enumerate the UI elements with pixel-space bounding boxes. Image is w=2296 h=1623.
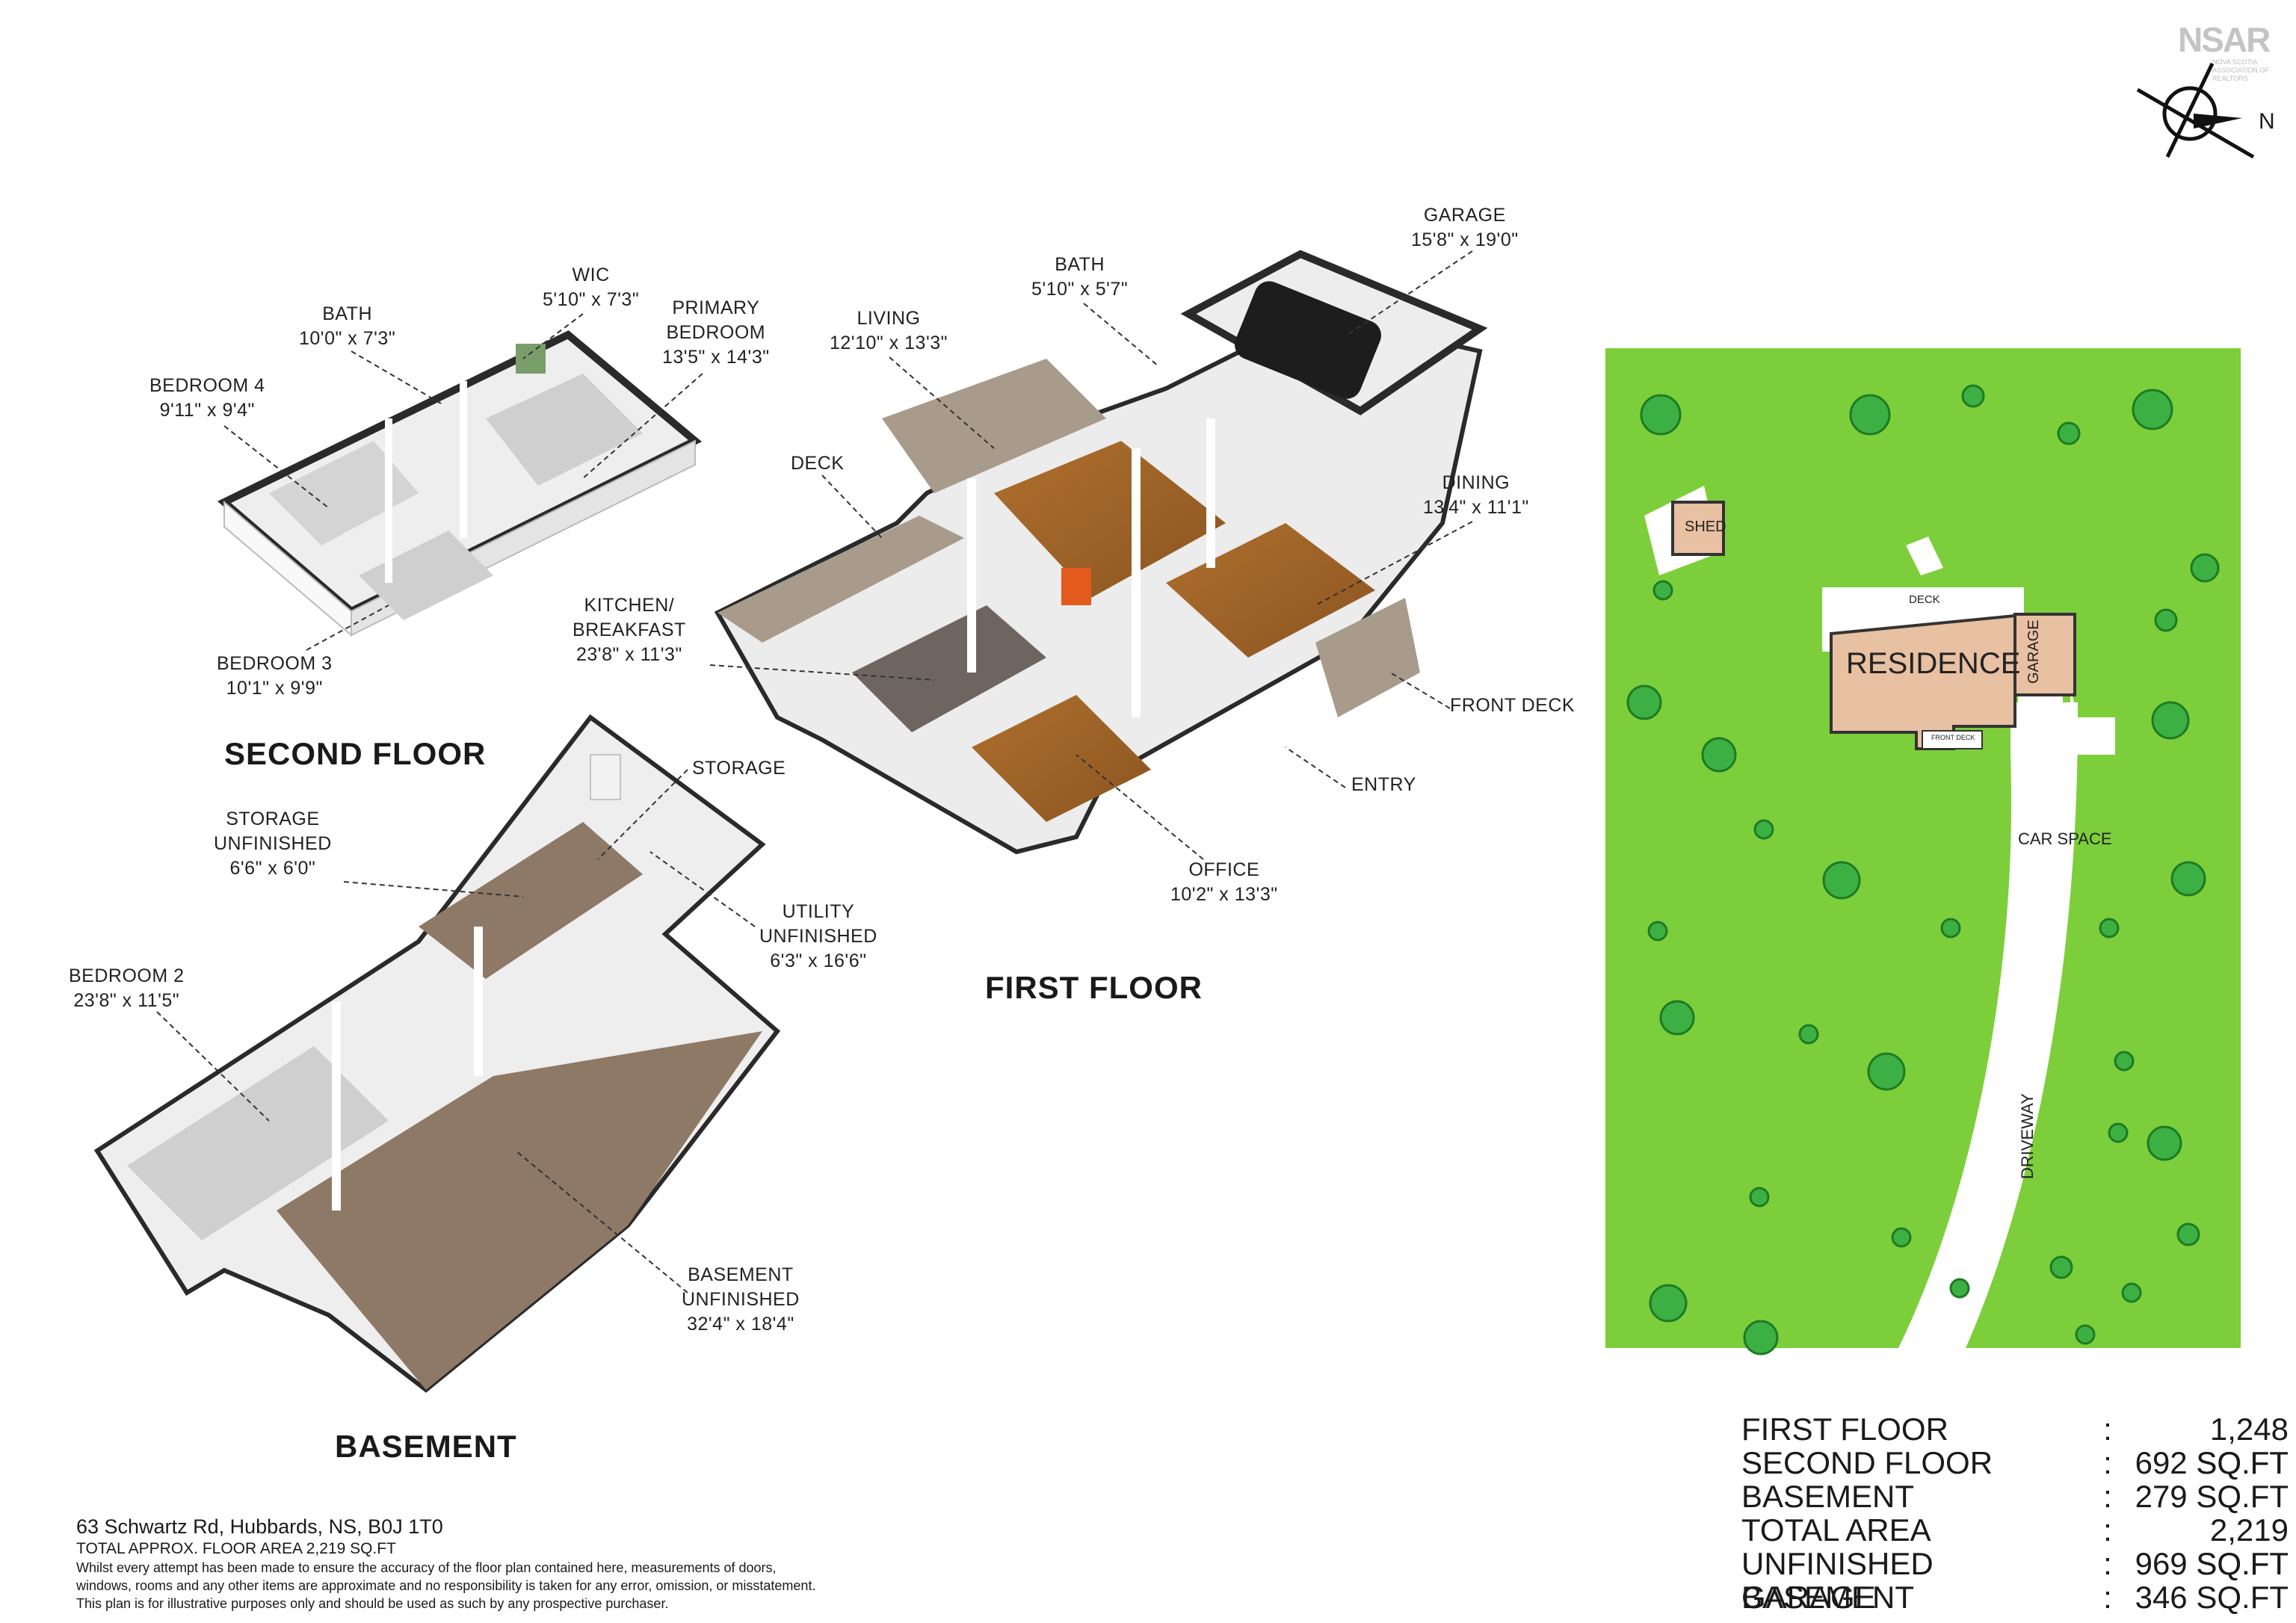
site-label-car-space: CAR SPACE [2018, 829, 2112, 848]
area-row: SECOND FLOOR:692 SQ.FT [1741, 1445, 2289, 1480]
total-floor-area: TOTAL APPROX. FLOOR AREA 2,219 SQ.FT [76, 1540, 396, 1557]
site-label-front-deck: FRONT DECK [1931, 734, 1975, 741]
room-label-deck: DECK [791, 453, 845, 474]
first-floor-plan [714, 250, 1488, 855]
nsar-logo: NSAR [2178, 20, 2271, 59]
area-row: BASEMENT:279 SQ.FT [1741, 1479, 2289, 1514]
disclaimer-line: windows, rooms and any other items are a… [76, 1578, 816, 1593]
basement-plan [93, 714, 781, 1393]
compass-icon [2136, 62, 2255, 159]
site-label-residence: RESIDENCE [1846, 647, 2021, 680]
first-floor-title: FIRST FLOOR [985, 970, 1203, 1005]
nsar-logo-subtitle: NOVA SCOTIA ASSOCIATION OF REALTORS [2212, 58, 2269, 82]
area-row: GARAGE:346 SQ.FT [1741, 1580, 2289, 1615]
room-label-storage: STORAGE [692, 758, 786, 779]
site-label-driveway: DRIVEWAY [2018, 1093, 2037, 1179]
site-label-garage: GARAGE [2025, 619, 2042, 684]
site-label-shed: SHED [1685, 519, 1726, 535]
second-floor-plan [217, 330, 703, 637]
room-label-front-deck: FRONT DECK [1450, 695, 1576, 716]
area-row: TOTAL AREA:2,219 SQ.FT [1741, 1512, 2289, 1581]
site-plan [1605, 348, 2241, 1348]
basement-title: BASEMENT [335, 1429, 517, 1464]
compass-north-label: N [2259, 109, 2275, 134]
disclaimer-line: This plan is for illustrative purposes o… [76, 1596, 669, 1611]
second-floor-title: SECOND FLOOR [224, 736, 487, 771]
disclaimer-line: Whilst every attempt has been made to en… [76, 1560, 777, 1575]
area-row: UNFINISHED BASEMENT:969 SQ.FT [1741, 1546, 2289, 1615]
area-row: FIRST FLOOR:1,248 SQ.FT [1741, 1412, 2289, 1480]
property-address: 63 Schwartz Rd, Hubbards, NS, B0J 1T0 [76, 1515, 443, 1538]
site-label-deck: DECK [1909, 593, 1940, 606]
area-summary-table: FIRST FLOOR:1,248 SQ.FT SECOND FLOOR:692… [1741, 1412, 2289, 1614]
footer: 63 Schwartz Rd, Hubbards, NS, B0J 1T0 TO… [76, 1514, 1018, 1613]
room-label-entry: ENTRY [1351, 774, 1416, 795]
